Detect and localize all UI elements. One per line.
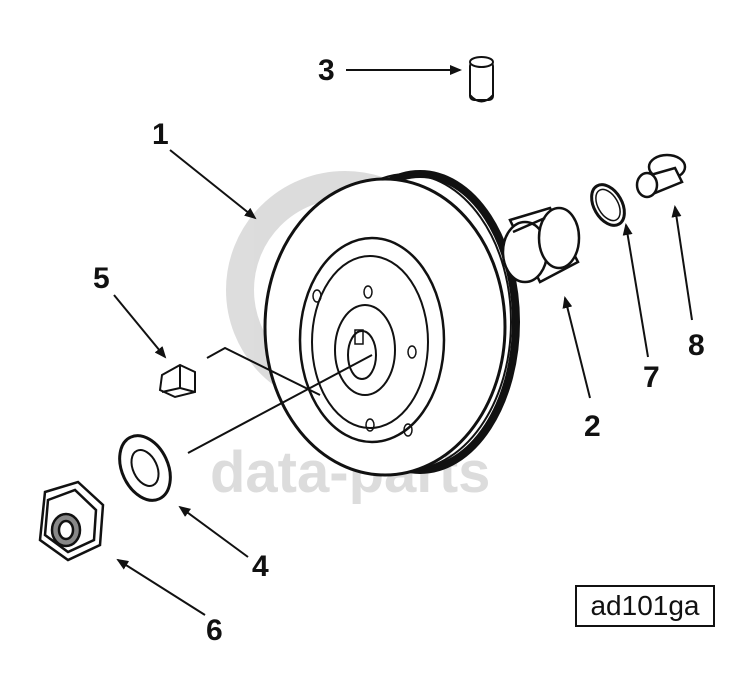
- washer-part-4: [118, 434, 172, 502]
- plug-part-8: [635, 153, 687, 199]
- callout-labels: 3 1 5 2 7 8 4 6: [93, 54, 705, 647]
- callout-arrows: [113, 65, 693, 616]
- arrow-1: [169, 149, 257, 220]
- callout-5: 5: [93, 262, 110, 295]
- callout-6: 6: [206, 614, 223, 647]
- arrow-7: [622, 223, 649, 358]
- callout-8: 8: [688, 329, 705, 362]
- sleeve-part-2: [501, 206, 581, 284]
- arrow-2: [562, 296, 591, 399]
- assembly-axis-lines: [187, 346, 373, 454]
- callout-1: 1: [152, 118, 169, 151]
- arrow-6: [116, 558, 206, 616]
- reference-code-box: ad101ga: [575, 585, 715, 627]
- reference-code: ad101ga: [590, 590, 700, 621]
- callout-2: 2: [584, 410, 601, 443]
- arrow-5: [113, 294, 167, 359]
- arrow-8: [671, 205, 693, 321]
- dowel-pin-part-3: [469, 56, 494, 103]
- arrow-4: [178, 505, 249, 558]
- callout-3: 3: [318, 54, 335, 87]
- callout-4: 4: [252, 550, 269, 583]
- key-part-5: [158, 363, 196, 399]
- callout-7: 7: [643, 361, 660, 394]
- hex-nut-part-6: [38, 480, 105, 562]
- pulley-part-1: [263, 170, 520, 477]
- o-ring-part-7: [590, 183, 626, 227]
- bolt-holes: [312, 285, 417, 437]
